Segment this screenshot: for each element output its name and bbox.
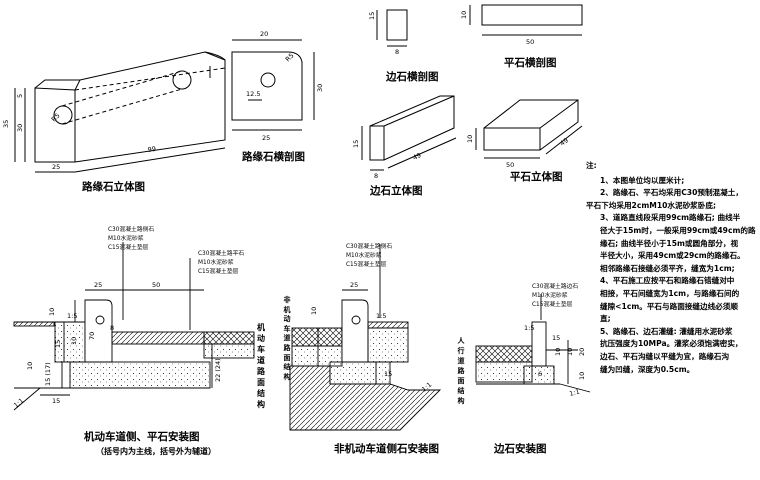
flat3d-dim-10: 10 xyxy=(466,135,474,143)
nonmotor-road-vertical-label: 非机动车道路面结构 xyxy=(283,296,291,381)
curb3d-dim-25: 25 xyxy=(52,163,60,171)
edge-3d-view xyxy=(361,95,457,171)
edge3d-dim-15: 15 xyxy=(352,140,360,148)
motor-curb-layer-1: C30混凝土路侧石 xyxy=(108,225,154,233)
motor-dim-15-17: 15 (17) xyxy=(44,362,52,386)
motor-curb-layer-2: M10水泥砂浆 xyxy=(108,234,144,242)
flatx-dim-50: 50 xyxy=(526,38,534,46)
motor-dim-slope: 1:1 xyxy=(12,397,25,410)
curb3d-dim-99: 99 xyxy=(147,145,156,154)
edge-install-drawing xyxy=(475,294,591,393)
nonmotor-install-drawing xyxy=(289,244,442,431)
flat-cross-title: 平石横剖图 xyxy=(504,56,557,69)
motor-dim-22: 22 (24) xyxy=(214,358,222,382)
flat-3d-title: 平石立体图 xyxy=(510,170,563,183)
note-line: 相接，平石间缝宽为1cm，与路缘石间的 xyxy=(600,288,740,298)
edge-dim-10a: 10 xyxy=(554,348,562,356)
edge-dim-20: 20 xyxy=(578,348,586,356)
motor-flat-layer-3: C15混凝土垫层 xyxy=(198,267,239,275)
sidewalk-vertical-label: 人行道路面结构 xyxy=(457,337,465,405)
curbx-dim-12-5: 12.5 xyxy=(246,90,260,98)
edge-dim-slope: 1:1 xyxy=(568,387,580,397)
notes-header: 注: xyxy=(586,161,597,170)
edge3d-dim-49: 49 xyxy=(412,151,423,162)
note-line: 半径大小，采用49cm或29cm的路缘石。 xyxy=(600,251,745,261)
edgex-dim-8: 8 xyxy=(395,48,399,56)
motor-dim-15: 15 xyxy=(54,340,62,348)
curbx-dim-30: 30 xyxy=(316,84,324,92)
note-line: 5、路缘石、边石灌缝: 灌缝用水泥砂浆 xyxy=(600,326,733,336)
flat3d-dim-50: 50 xyxy=(506,161,514,169)
edge-install-title: 边石安装图 xyxy=(493,442,547,455)
motor-dim-25: 25 xyxy=(94,281,102,289)
curb3d-dim-35: 35 xyxy=(2,120,10,128)
edge-layer-1: C30混凝土路边石 xyxy=(532,282,578,290)
note-line: 直; xyxy=(600,314,611,324)
flat-3d-view xyxy=(475,99,583,159)
motor-install-subtitle: （括号内为主线，括号外为辅道） xyxy=(96,446,216,456)
edge-dim-15: 15 xyxy=(552,334,560,342)
nonmotor-dim-10: 10 xyxy=(310,307,318,315)
flat3d-dim-49: 49 xyxy=(558,136,569,147)
motor-install-drawing xyxy=(13,242,255,411)
motor-dim-10b: 10 xyxy=(70,337,78,345)
curbx-dim-25: 25 xyxy=(262,134,270,142)
edge-dim-10b: 10 xyxy=(566,348,574,356)
curb-3d-title: 路缘石立体图 xyxy=(82,180,145,193)
curb3d-dim-r5: R5 xyxy=(50,112,62,124)
note-line: 相邻路缘石接缝必须平齐，缝宽为1cm; xyxy=(600,263,735,273)
flat-cross-section xyxy=(469,4,583,36)
nonmotor-dim-1-5: 1:5 xyxy=(376,312,386,320)
edge-3d-title: 边石立体图 xyxy=(369,184,423,197)
motor-dim-15b: 15 xyxy=(52,397,60,405)
flatx-dim-10: 10 xyxy=(460,11,468,19)
note-line: 1、本图单位均以厘米计; xyxy=(600,175,685,185)
nonmotor-dim-25: 25 xyxy=(350,281,358,289)
curb3d-dim-5: 5 xyxy=(16,94,24,98)
note-line: 缘石; 曲线半径小于15m或圆角部分，视 xyxy=(600,238,739,248)
nonmotor-dim-15: 15 xyxy=(384,370,392,378)
curb-cross-section xyxy=(231,39,315,131)
motor-dim-8: 8 xyxy=(110,324,114,332)
motor-flat-layer-1: C30混凝土路平石 xyxy=(198,249,244,257)
edge-dim-10c: 10 xyxy=(578,372,586,380)
curbx-dim-20: 20 xyxy=(260,30,268,38)
edge-layer-2: M10水泥砂浆 xyxy=(532,291,568,299)
notes-panel: 注: 1、本图单位均以厘米计; 2、路缘石、平石均采用C30预制混凝土， 平石下… xyxy=(586,160,758,376)
motor-dim-1-5: 1:5 xyxy=(67,312,77,320)
motor-dim-50: 50 xyxy=(152,281,160,289)
motor-dim-70: 70 xyxy=(88,332,96,340)
motor-curb-layer-3: C15混凝土垫层 xyxy=(108,243,149,251)
edge-cross-title: 边石横剖图 xyxy=(385,70,439,83)
motor-dim-10c: 10 xyxy=(26,362,34,370)
edgex-dim-15: 15 xyxy=(368,12,376,20)
edge-dim-6: 6 xyxy=(538,370,542,378)
edge-layer-3: C15混凝土垫层 xyxy=(532,300,573,308)
nonmotor-layer-3: C15混凝土垫层 xyxy=(346,260,387,268)
nonmotor-layer-2: M10水泥砂浆 xyxy=(346,251,382,259)
curb-cross-title: 路缘石横剖图 xyxy=(242,150,305,163)
edge3d-dim-8: 8 xyxy=(374,172,378,180)
curbx-dim-r5: R5 xyxy=(284,52,296,64)
note-line: 缝为凹缝，深度为0.5cm。 xyxy=(600,364,695,374)
motor-flat-layer-2: M10水泥砂浆 xyxy=(198,258,234,266)
nonmotor-layer-1: C30混凝土路侧石 xyxy=(346,242,392,250)
edge-cross-section xyxy=(376,9,408,47)
note-line: 3、道路直线段采用99cm路缘石; 曲线半 xyxy=(600,213,741,223)
note-line: 2、路缘石、平石均采用C30预制混凝土， xyxy=(600,188,743,198)
motor-dim-10a: 10 xyxy=(48,308,56,316)
note-line: 4、平石施工应按平石和路缘石错缝对中 xyxy=(600,276,735,286)
note-line: 平石下均采用2cmM10水泥砂浆卧底; xyxy=(586,200,716,210)
nonmotor-install-title: 非机动车道侧石安装图 xyxy=(334,442,439,455)
motor-road-vertical-label: 机动车道路面结构 xyxy=(257,323,265,409)
note-line: 抗压强度为10MPa。灌浆必须饱满密实， xyxy=(600,339,743,349)
curb3d-dim-30: 30 xyxy=(16,124,24,132)
edge-dim-1-5: 1:5 xyxy=(524,324,534,332)
note-line: 缝隙<1cm。平石与路面接缝边线必须顺 xyxy=(600,301,738,311)
note-line: 边石、平石沟缝以平缝为宜，路缘石沟 xyxy=(600,351,730,361)
motor-install-title: 机动车道侧、平石安装图 xyxy=(84,430,200,443)
note-line: 径大于15m时，一般采用99cm或49cm的路 xyxy=(600,225,756,235)
curb-3d-view xyxy=(14,51,226,173)
